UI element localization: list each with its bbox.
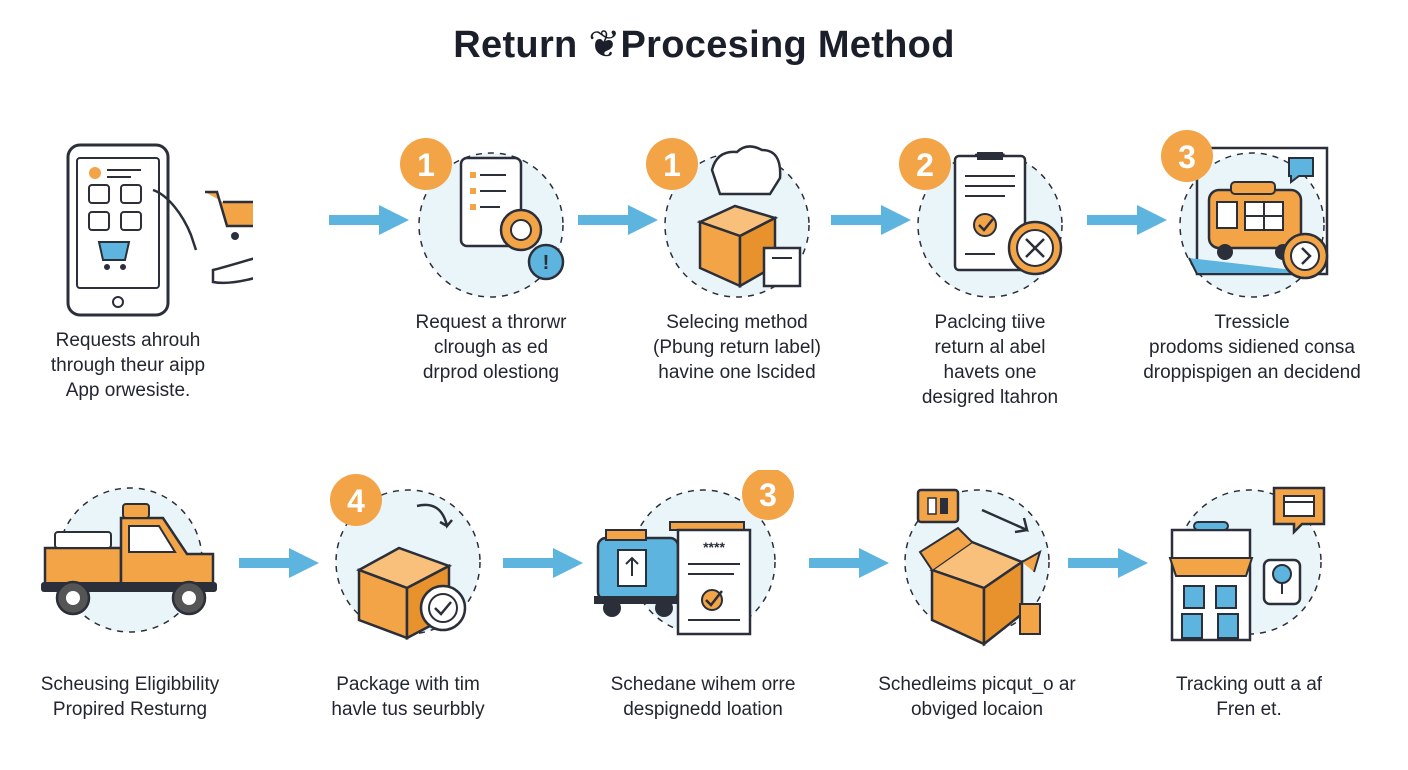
store-location-icon [1124, 470, 1374, 670]
step-select-method: 1 Selecing method(Pbung return label)hav… [612, 130, 862, 430]
flow-arrow [1066, 546, 1150, 580]
step-badge: 4 [347, 483, 365, 519]
document-stars: **** [703, 539, 725, 555]
flow-arrow [829, 203, 913, 237]
svg-text:!: ! [543, 252, 550, 274]
step-badge: 1 [663, 147, 681, 183]
flow-arrow [576, 203, 660, 237]
page-title: Return ❦Procesing Method [453, 24, 955, 66]
delivery-van-icon: 3 [1127, 130, 1377, 330]
step-label: Selecing method(Pbung return label)havin… [653, 312, 821, 383]
checklist-clipboard-icon: ! 1 [366, 130, 616, 330]
pickup-truck-icon [5, 470, 255, 670]
step-badge: 2 [916, 147, 934, 183]
flow-arrow [327, 203, 411, 237]
flow-arrow [807, 546, 891, 580]
open-box-icon [852, 470, 1102, 670]
step-badge: 1 [417, 147, 435, 183]
forklift-document-icon: **** 3 [578, 470, 828, 670]
box-label-icon: 1 [612, 130, 862, 330]
flow-arrow [1085, 203, 1169, 237]
smartphone-cart-icon [3, 130, 253, 330]
flow-arrow [237, 546, 321, 580]
package-check-icon: 4 [283, 470, 533, 670]
document-cancel-icon: 2 [865, 130, 1115, 330]
flow-arrow [501, 546, 585, 580]
step-badge: 3 [759, 477, 777, 513]
step-badge: 3 [1178, 139, 1196, 175]
